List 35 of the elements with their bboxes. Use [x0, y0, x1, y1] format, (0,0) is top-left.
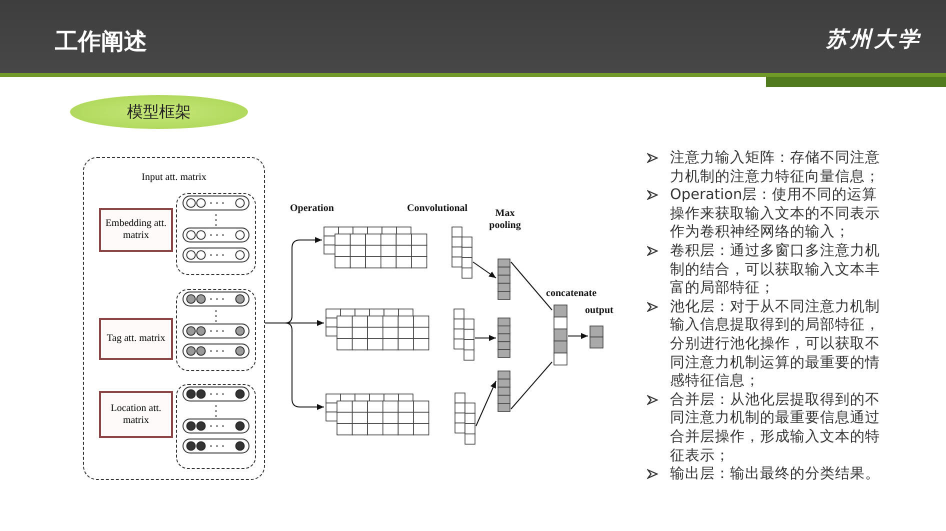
layer-heading: Max pooling: [489, 208, 521, 232]
connector-line: [510, 262, 552, 310]
arrow: [568, 333, 588, 339]
arrow: [264, 322, 324, 410]
feature-map-drawing: [325, 393, 429, 436]
group-title: Input att. matrix: [140, 172, 208, 183]
pooling-vector-drawing: [497, 370, 511, 413]
section-pill: 模型框架: [70, 95, 248, 129]
concat-vector-drawing: [553, 304, 568, 367]
university-name: 苏州大学: [826, 25, 922, 53]
bullet-text: 池化层：对于从不同注意力机制输入信息提取得到的局部特征，分别进行池化操作，可以获取不同注意力机制运算的最重要的情感特征信息；: [670, 298, 880, 390]
matrix-box: Embedding att. matrix: [99, 208, 173, 252]
slide-title: 工作阐述: [55, 28, 147, 57]
connector-line: [510, 362, 552, 410]
output-vector-drawing: [589, 325, 604, 349]
feature-map-drawing: [325, 308, 429, 351]
pooling-vector-drawing: [497, 258, 511, 301]
layer-heading: output: [585, 305, 614, 316]
layer-heading: Convolutional: [407, 203, 468, 214]
bullet-text: 注意力输入矩阵：存储不同注意力机制的注意力特征向量信息；: [670, 150, 880, 185]
bullet-text: 卷积层：通过多窗口多注意力机制的结合，可以获取输入文本丰富的局部特征；: [670, 242, 880, 296]
layer-heading: concatenate: [546, 288, 597, 299]
bullet-text: 合并层：从池化层提取得到的不同注意力机制的最重要信息通过合并层操作，形成输入文本的特征表示；: [670, 392, 880, 464]
bullet-text: Operation层：使用不同的运算操作来获取输入文本的不同表示作为卷积神经网络的输入；: [670, 187, 880, 240]
bullet-text: 输出层：输出最终的分类结果。: [670, 466, 880, 482]
layer-heading: Operation: [290, 203, 334, 214]
input-group-frame: [83, 157, 265, 480]
matrix-box: Tag att. matrix: [99, 318, 173, 360]
arrow: [476, 380, 496, 426]
conv-filter-drawing: [451, 226, 473, 279]
matrix-box: Location att. matrix: [99, 391, 173, 438]
pooling-vector-drawing: [497, 317, 511, 359]
arrow: [474, 335, 496, 341]
feature-map-drawing: [323, 226, 427, 269]
arrow: [472, 262, 496, 278]
